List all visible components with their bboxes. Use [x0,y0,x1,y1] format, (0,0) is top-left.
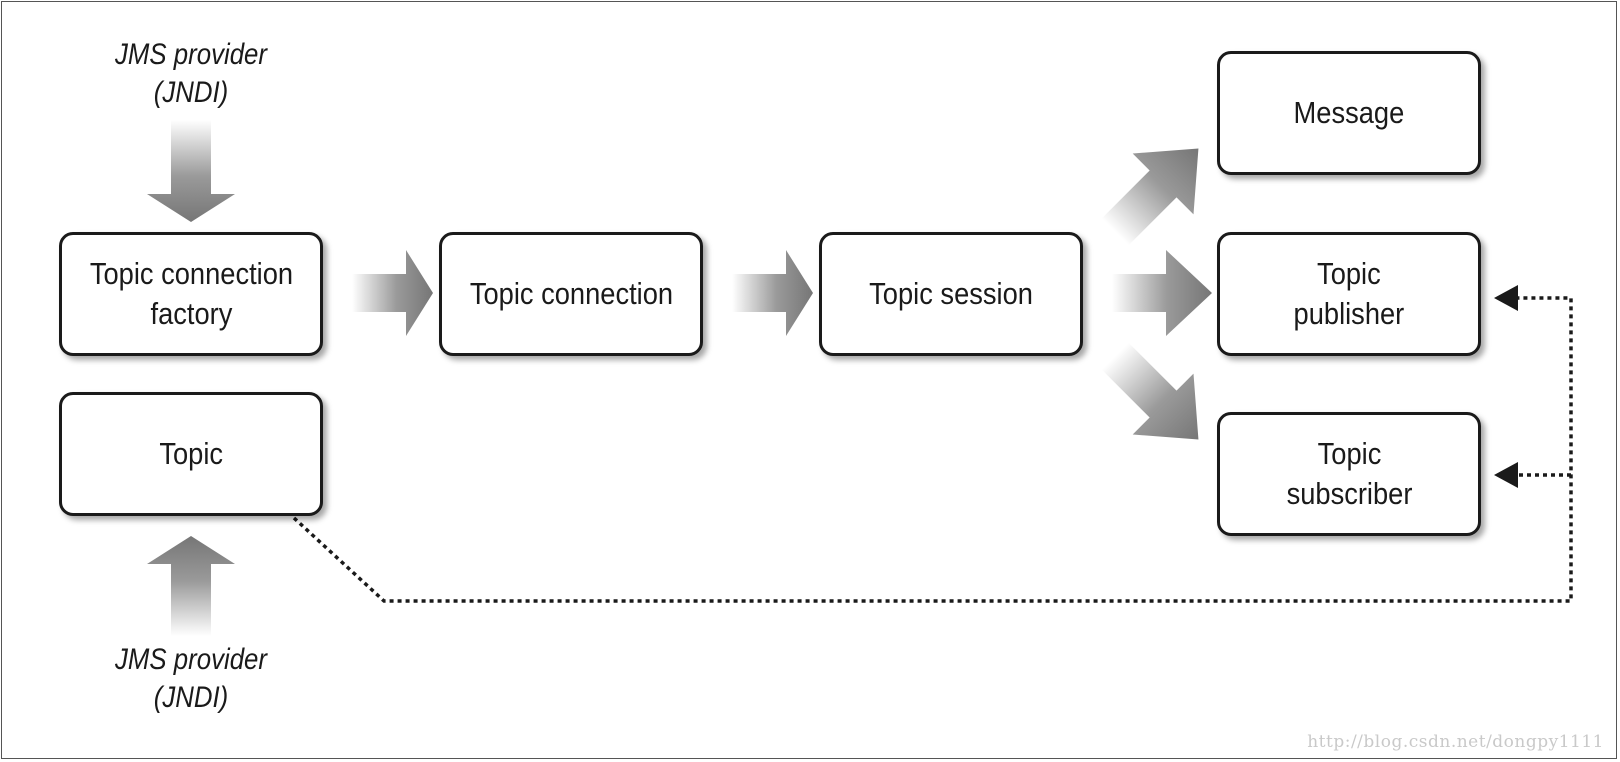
session-to-publisher-arrow [1112,250,1212,336]
topic-connection-factory-label: Topic connection factory [89,256,293,331]
session-to-subscriber-arrow [1101,342,1199,440]
topic-connection-box: Topic connection [439,232,703,356]
topic-subscriber-box: Topic subscriber [1217,412,1481,536]
topic-session-box: Topic session [819,232,1083,356]
topic-subscriber-label: Topic subscriber [1286,436,1412,511]
jms-provider-top: JMS provider (JNDI) [115,38,267,109]
topic-box: Topic [59,392,323,516]
provider-down-arrow [147,120,235,222]
publisher-arrowhead [1494,285,1518,311]
topic-publisher-box: Topic publisher [1217,232,1481,356]
session-to-message-arrow [1101,148,1199,246]
topic-dotted-connector [292,296,1573,603]
topic-label: Topic [159,436,223,471]
connection-to-session-arrow [732,250,813,336]
topic-publisher-label: Topic publisher [1293,256,1405,331]
message-box: Message [1217,51,1481,175]
watermark: http://blog.csdn.net/dongpy1111 [1307,732,1604,752]
jms-provider-bottom: JMS provider (JNDI) [115,643,267,714]
message-label: Message [1293,95,1405,130]
provider-up-arrow [147,536,235,636]
factory-to-connection-arrow [352,250,433,336]
topic-connection-factory-box: Topic connection factory [59,232,323,356]
topic-connection-label: Topic connection [469,276,673,311]
subscriber-arrowhead [1494,462,1518,488]
topic-session-label: Topic session [869,276,1033,311]
